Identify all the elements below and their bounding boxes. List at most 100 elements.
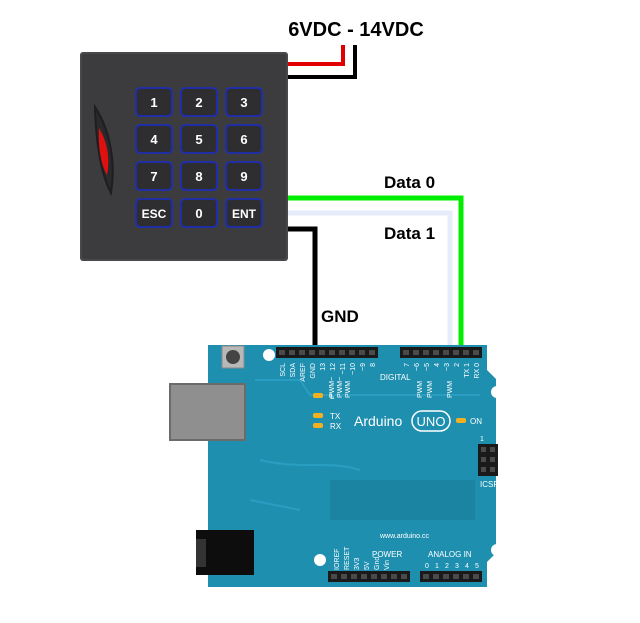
pin-label: Vin [384, 560, 391, 570]
pin-label: RX 0 [474, 363, 481, 379]
keypad-key-5[interactable]: 5 [180, 124, 218, 154]
icsp-pin[interactable] [490, 467, 495, 472]
mounting-hole [263, 349, 275, 361]
data1-wire [288, 210, 453, 352]
keypad-key-face[interactable] [225, 124, 263, 154]
header-pin[interactable] [433, 350, 439, 355]
keypad-key-6[interactable]: 6 [225, 124, 263, 154]
analog-header [420, 571, 482, 582]
rx-led-label: RX [330, 422, 342, 431]
analog-pin-label: 4 [465, 563, 469, 570]
pin-label: ~11 [340, 363, 347, 374]
keypad-key-face[interactable] [225, 161, 263, 191]
keypad-key-9[interactable]: 9 [225, 161, 263, 191]
keypad-key-esc[interactable]: ESC [135, 198, 173, 228]
header-pin[interactable] [453, 350, 459, 355]
header-pin[interactable] [299, 350, 305, 355]
header-pin[interactable] [391, 574, 397, 579]
header-pin[interactable] [423, 574, 429, 579]
led-indicator-icon [98, 128, 109, 175]
header-pin[interactable] [413, 350, 419, 355]
reset-button-cap[interactable] [226, 350, 240, 364]
keypad-key-4[interactable]: 4 [135, 124, 173, 154]
header-pin[interactable] [381, 574, 387, 579]
icsp-pin[interactable] [481, 467, 486, 472]
keypad-key-face[interactable] [180, 161, 218, 191]
header-pin[interactable] [443, 574, 449, 579]
header-pin[interactable] [279, 350, 285, 355]
header-pin[interactable] [463, 574, 469, 579]
header-pin[interactable] [341, 574, 347, 579]
header-pin[interactable] [403, 350, 409, 355]
analog-group-label: ANALOG IN [428, 550, 472, 559]
analog-pin-label: 5 [475, 563, 479, 570]
l-led-label: L [330, 392, 335, 401]
icsp-pin[interactable] [490, 457, 495, 462]
header-pin[interactable] [339, 350, 345, 355]
header-pin[interactable] [349, 350, 355, 355]
header-pin[interactable] [473, 574, 479, 579]
header-pin[interactable] [443, 350, 449, 355]
digital-header-left [276, 347, 378, 358]
header-pin[interactable] [371, 574, 377, 579]
header-pin[interactable] [473, 350, 479, 355]
keypad-key-face[interactable] [135, 87, 173, 117]
header-pin[interactable] [331, 574, 337, 579]
header-pin[interactable] [433, 574, 439, 579]
pwm-label: PWM [417, 381, 424, 398]
keypad-key-face[interactable] [225, 87, 263, 117]
header-strip [400, 347, 482, 358]
keypad-key-face[interactable] [180, 124, 218, 154]
header-pin[interactable] [463, 350, 469, 355]
header-pin[interactable] [453, 574, 459, 579]
microcontroller-area [330, 480, 475, 520]
pin-label: Gnd [374, 557, 381, 570]
gnd-wire [288, 226, 318, 352]
keypad-key-face[interactable] [135, 124, 173, 154]
header-pin[interactable] [289, 350, 295, 355]
icsp-pin[interactable] [481, 457, 486, 462]
power-gnd-wire [288, 45, 357, 79]
keypad-key-face[interactable] [135, 198, 173, 228]
keypad-key-ent[interactable]: ENT [225, 198, 263, 228]
keypad-key-face[interactable] [180, 198, 218, 228]
l-led [313, 393, 323, 398]
pin-label: AREF [300, 363, 307, 382]
uno-label: UNO [417, 414, 446, 429]
header-pin[interactable] [401, 574, 407, 579]
keypad-key-8[interactable]: 8 [180, 161, 218, 191]
header-pin[interactable] [351, 574, 357, 579]
header-pin[interactable] [361, 574, 367, 579]
pin-label: IOREF [334, 549, 341, 570]
icsp-pin[interactable] [490, 447, 495, 452]
keypad-key-face[interactable] [180, 87, 218, 117]
header-strip [328, 571, 410, 582]
pin-label: 4 [434, 363, 441, 367]
pin-label: ~9 [360, 363, 367, 371]
keypad-key-1[interactable]: 1 [135, 87, 173, 117]
board-silkscreen [259, 459, 361, 471]
usb-port [169, 383, 246, 441]
header-pin[interactable] [423, 350, 429, 355]
keypad-key-7[interactable]: 7 [135, 161, 173, 191]
header-pin[interactable] [359, 350, 365, 355]
pin-label: ~5 [424, 363, 431, 371]
header-pin[interactable] [369, 350, 375, 355]
keypad-key-2[interactable]: 2 [180, 87, 218, 117]
header-pin[interactable] [319, 350, 325, 355]
board-pcb [208, 345, 496, 587]
keypad-key-0[interactable]: 0 [180, 198, 218, 228]
header-pin[interactable] [309, 350, 315, 355]
pin-label: 2 [454, 363, 461, 367]
keypad-key-face[interactable] [225, 198, 263, 228]
header-pin[interactable] [329, 350, 335, 355]
keypad-key-face[interactable] [135, 161, 173, 191]
pin-label: ~3 [444, 363, 451, 371]
keypad-key-3[interactable]: 3 [225, 87, 263, 117]
wires [288, 45, 464, 352]
keypad-key-label: 8 [195, 169, 202, 184]
icsp-header [478, 444, 498, 476]
icsp-pin[interactable] [481, 447, 486, 452]
